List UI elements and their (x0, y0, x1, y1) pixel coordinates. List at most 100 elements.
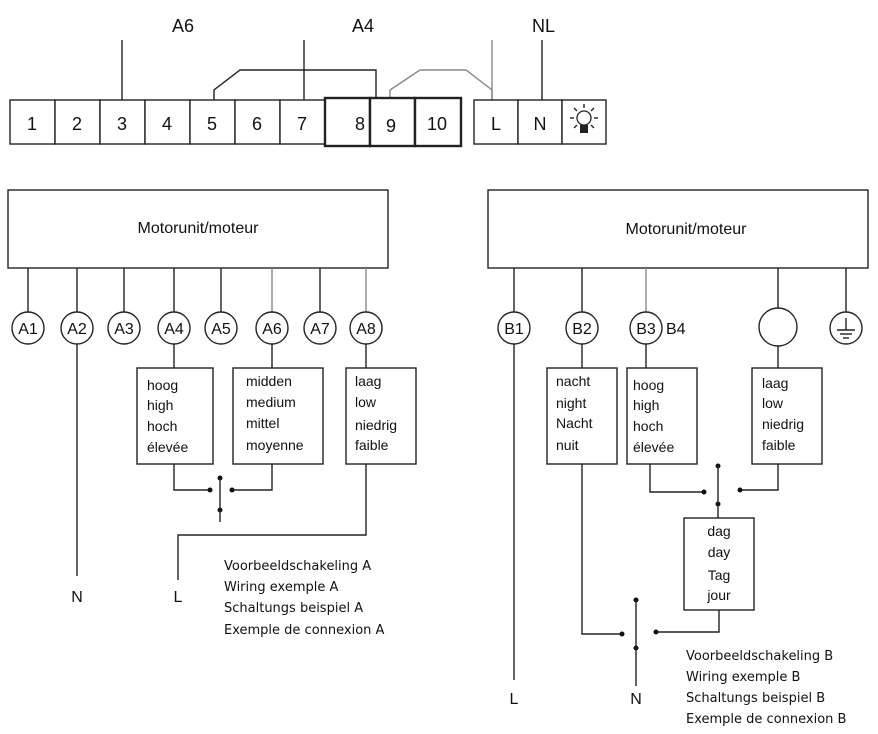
terminal-label-8: 8 (355, 114, 365, 134)
terminal-1 (9, 99, 56, 145)
terminal-n (517, 99, 563, 145)
pin-a3 (107, 311, 141, 345)
terminal-2 (54, 99, 101, 145)
box-high-a-line1: hoog (147, 377, 178, 393)
box-high-b-line4: élevée (633, 439, 674, 455)
terminal-label-6: 6 (252, 114, 262, 134)
pin-a7-label: A7 (310, 321, 330, 338)
terminal-label-1: 1 (27, 114, 37, 134)
box-high-b-line2: high (633, 397, 659, 413)
legend-a-line2: Wiring exemple A (224, 580, 338, 595)
box-medium-a-line2: medium (246, 394, 296, 410)
terminal-10 (413, 96, 463, 148)
legend-a-line3: Schaltungs beispiel A (224, 601, 363, 616)
pins-a: A1 A2 A3 A4 A5 A6 A7 A8 (11, 311, 383, 345)
pins-b: B1 B2 B3 B4 (497, 307, 863, 347)
legend-a-line1: Voorbeeldschakeling A (224, 559, 371, 574)
terminal-label-3: 3 (117, 114, 127, 134)
box-low-b-line2: low (762, 395, 784, 411)
pin-a4-label: A4 (164, 321, 184, 338)
box-low-a-line1: laag (355, 373, 381, 389)
pin-a8-label: A8 (356, 321, 376, 338)
pin-a5-label: A5 (211, 321, 231, 338)
box-low-b-line1: laag (762, 375, 788, 391)
terminal-label-10: 10 (427, 114, 447, 134)
box-night-b-line1: nacht (556, 373, 590, 389)
box-high-a-line4: élevée (147, 439, 188, 455)
motor-unit-a (7, 189, 389, 269)
motor-unit-b (487, 189, 869, 269)
lamp-icon (570, 104, 598, 133)
box-low-a-line4: faible (355, 437, 389, 453)
pin-b1-label: B1 (504, 321, 524, 338)
bridge-9-l (389, 69, 493, 100)
box-day-b-line2: day (708, 544, 731, 560)
box-night-b-line4: nuit (556, 437, 579, 453)
switch-b-daynight (581, 464, 720, 686)
legend-b-line3: Schaltungs beispiel B (686, 691, 825, 706)
legend-b: Voorbeeldschakeling B Wiring exemple B S… (686, 649, 846, 727)
legend-a: Voorbeeldschakeling A Wiring exemple A S… (224, 559, 385, 638)
box-low-a-line2: low (355, 394, 377, 410)
box-medium-a-line4: moyenne (246, 437, 304, 453)
terminal-label-4: 4 (162, 114, 172, 134)
pin-b-empty (758, 307, 798, 347)
pins-a-wires (27, 268, 367, 312)
box-low-a-line3: niedrig (355, 417, 397, 433)
switch-b-speed (649, 463, 779, 518)
box-high-b-line1: hoog (633, 377, 664, 393)
box-medium-a-line1: midden (246, 373, 292, 389)
bridge-5-8 (213, 69, 377, 100)
box-low-a (345, 367, 417, 465)
box-high-b (626, 367, 698, 465)
switch-a (173, 464, 367, 580)
box-medium-a (232, 367, 324, 465)
box-day-b-line3: Tag (708, 567, 731, 583)
box-day-b-line4: jour (706, 587, 731, 603)
label-a4: A4 (352, 16, 374, 36)
legend-b-line1: Voorbeeldschakeling B (686, 649, 833, 664)
label-l-a: L (174, 589, 183, 606)
terminal-strip: 1 2 3 4 5 6 7 8 9 10 L N (9, 96, 607, 148)
box-day-b-line1: dag (707, 523, 730, 539)
terminal-label-7: 7 (297, 114, 307, 134)
label-nl: NL (532, 16, 555, 36)
box-low-b-line4: faible (762, 437, 796, 453)
terminal-4 (144, 99, 191, 145)
box-high-b-line3: hoch (633, 418, 663, 434)
box-low-b-line3: niedrig (762, 416, 804, 432)
terminal-6 (234, 99, 281, 145)
legend-b-line2: Wiring exemple B (686, 670, 800, 685)
motor-unit-b-label: Motorunit/moteur (626, 221, 748, 238)
box-night-b-line2: night (556, 395, 586, 411)
legend-a-line4: Exemple de connexion A (224, 623, 385, 638)
terminal-label-5: 5 (207, 114, 217, 134)
pins-b-wires (513, 268, 847, 312)
pin-b3-label: B3 (636, 321, 656, 338)
label-a6: A6 (172, 16, 194, 36)
pin-b4-label: B4 (666, 321, 686, 338)
pin-a1-label: A1 (18, 321, 38, 338)
terminal-label-9: 9 (386, 116, 396, 136)
terminal-label-l: L (491, 114, 501, 134)
box-high-a-line3: hoch (147, 418, 177, 434)
legend-b-line4: Exemple de connexion B (686, 712, 846, 727)
label-l-b: L (510, 691, 519, 708)
box-high-a-line2: high (147, 397, 173, 413)
box-low-b (751, 367, 823, 465)
terminal-3 (99, 99, 146, 145)
label-n-b: N (630, 691, 642, 708)
pin-a1 (11, 311, 45, 345)
pin-a7 (303, 311, 337, 345)
terminal-label-2: 2 (72, 114, 82, 134)
pin-a5 (204, 311, 238, 345)
label-n-a: N (71, 589, 83, 606)
box-medium-a-line3: mittel (246, 415, 279, 431)
pin-a2-label: A2 (67, 321, 87, 338)
pin-a6-label: A6 (262, 321, 282, 338)
motor-unit-a-label: Motorunit/moteur (138, 220, 260, 237)
terminal-l (473, 99, 519, 145)
ground-icon (837, 318, 855, 339)
pin-b2-label: B2 (572, 321, 592, 338)
